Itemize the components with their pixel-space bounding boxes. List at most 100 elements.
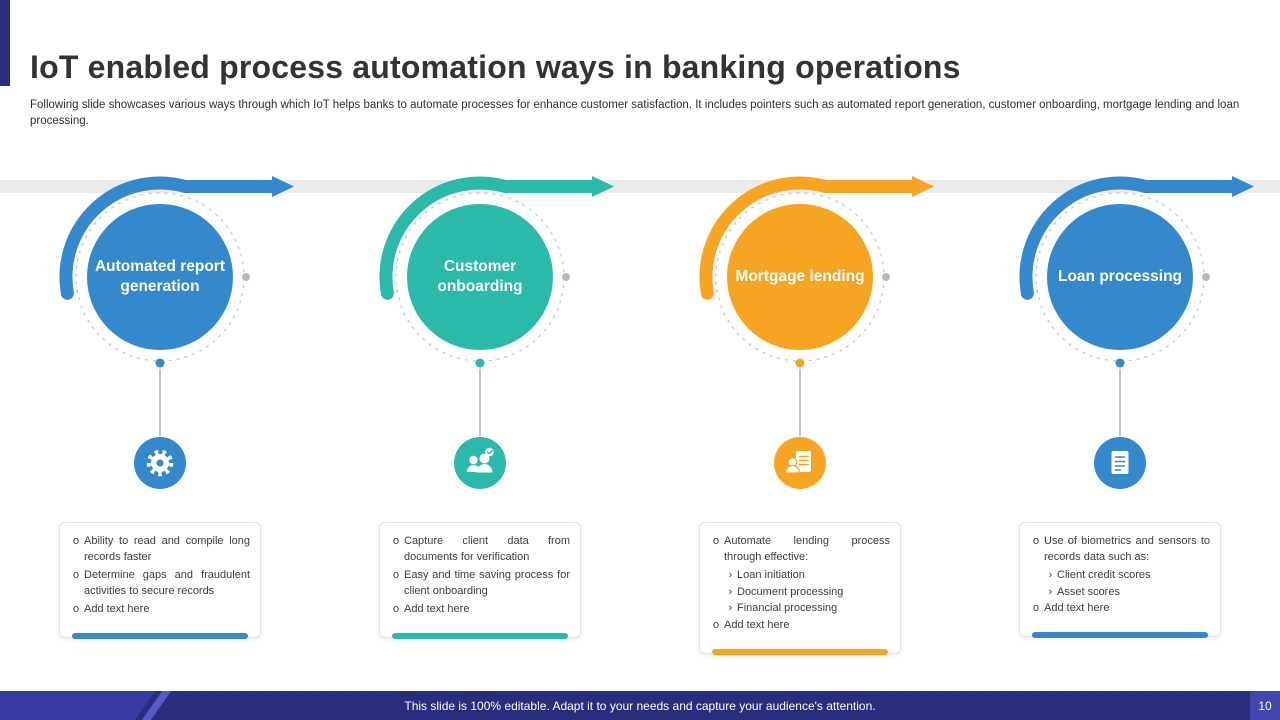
stage-title: Mortgage lending xyxy=(735,267,865,285)
bullet-item: Capture client data from documents for v… xyxy=(388,534,570,565)
connector-dot xyxy=(475,358,485,368)
bullet-text: Determine gaps and fraudulent activities… xyxy=(84,569,250,597)
automation-gear-icon xyxy=(146,449,174,477)
bullet-list: Automate lending process through effecti… xyxy=(708,534,890,634)
box-accent-bar xyxy=(392,633,568,640)
stage-circle xyxy=(407,204,553,350)
bullet-text-placeholder: Add text here xyxy=(724,619,790,632)
bullet-marker xyxy=(708,534,724,565)
bullet-text: Capture client data from documents for v… xyxy=(404,535,570,563)
stage-title: Automated report generation xyxy=(94,257,226,295)
bullet-list: Ability to read and compile long records… xyxy=(68,534,250,618)
connector-dot xyxy=(1115,358,1125,368)
stage-title: Loan processing xyxy=(1057,267,1183,285)
info-box: Automate lending process through effecti… xyxy=(699,522,901,655)
swoosh-arc xyxy=(59,176,279,300)
sub-bullet-item: Document processing xyxy=(708,585,890,601)
process-graphic xyxy=(1019,176,1254,489)
info-box: Use of biometrics and sensors to records… xyxy=(1019,522,1221,639)
arrow-right-icon xyxy=(592,176,614,197)
arrow-right-icon xyxy=(1232,176,1254,197)
footer-bar: This slide is 100% editable. Adapt it to… xyxy=(0,691,1280,720)
bullet-marker xyxy=(388,602,404,618)
bullet-marker xyxy=(1028,601,1044,617)
bullet-marker xyxy=(388,568,404,599)
mortgage-ledger-icon xyxy=(784,451,811,474)
sub-bullet-marker xyxy=(724,601,737,617)
bullet-list: Use of biometrics and sensors to records… xyxy=(1028,534,1210,617)
side-dot xyxy=(562,273,570,281)
box-accent-bar xyxy=(1032,632,1208,639)
sub-bullet-text: Loan initiation xyxy=(737,569,805,582)
bullet-marker xyxy=(68,602,84,618)
column-customer-onboarding: Customer onboarding Capture client data … xyxy=(320,170,640,690)
bullet-item: Add text here xyxy=(1028,601,1210,617)
process-graphic xyxy=(699,176,934,489)
sub-bullet-marker xyxy=(1044,568,1057,584)
column-automated-report-generation: Automated report generation Ability to r… xyxy=(0,170,320,690)
connector-dot xyxy=(795,358,805,368)
bullet-item: Use of biometrics and sensors to records… xyxy=(1028,534,1210,565)
loan-document-icon xyxy=(1111,451,1129,474)
bullet-text-placeholder: Add text here xyxy=(84,603,150,616)
sub-bullet-text: Client credit scores xyxy=(1057,569,1151,582)
bullet-marker xyxy=(1028,534,1044,565)
swoosh-arc xyxy=(379,176,599,300)
sub-bullet-text: Financial processing xyxy=(737,602,838,615)
sub-bullet-marker xyxy=(724,585,737,601)
timeline-band xyxy=(0,180,1280,193)
column-loan-processing: Loan processing Use of biometrics and se… xyxy=(960,170,1280,690)
icon-circle xyxy=(454,437,506,489)
bullet-marker xyxy=(68,534,84,565)
sub-bullet-marker xyxy=(724,568,737,584)
arrow-right-icon xyxy=(272,176,294,197)
bullet-text: Use of biometrics and sensors to records… xyxy=(1044,535,1210,563)
bullet-item: Add text here xyxy=(708,618,890,634)
stage-circle xyxy=(87,204,233,350)
bullet-text: Automate lending process through effecti… xyxy=(724,535,890,563)
process-graphic xyxy=(379,176,614,489)
swoosh-arc xyxy=(699,176,919,300)
connector-dot xyxy=(155,358,165,368)
bullet-list: Capture client data from documents for v… xyxy=(388,534,570,618)
bullet-item: Determine gaps and fraudulent activities… xyxy=(68,568,250,599)
bullet-item: Easy and time saving process for client … xyxy=(388,568,570,599)
stage-circle xyxy=(1047,204,1193,350)
info-box: Ability to read and compile long records… xyxy=(59,522,261,640)
side-dot xyxy=(882,273,890,281)
page-subtitle: Following slide showcases various ways t… xyxy=(30,98,1240,127)
sub-bullet-text: Asset scores xyxy=(1057,585,1120,598)
stage-circle xyxy=(727,204,873,350)
customer-group-icon xyxy=(467,447,494,473)
bullet-text: Ability to read and compile long records… xyxy=(84,535,250,563)
stage-title: Customer onboarding xyxy=(437,257,523,295)
process-graphic xyxy=(59,176,294,489)
bullet-marker xyxy=(708,618,724,634)
bullet-text: Easy and time saving process for client … xyxy=(404,569,570,597)
swoosh-arc xyxy=(1019,176,1239,300)
arrow-right-icon xyxy=(912,176,934,197)
sub-bullet-item: Asset scores xyxy=(1028,585,1210,601)
sub-bullet-item: Financial processing xyxy=(708,601,890,617)
bullet-text-placeholder: Add text here xyxy=(1044,602,1110,615)
side-dot xyxy=(242,273,250,281)
corner-accent-bar xyxy=(0,0,10,86)
bullet-marker xyxy=(388,534,404,565)
bullet-item: Add text here xyxy=(388,602,570,618)
box-accent-bar xyxy=(72,633,248,640)
box-accent-bar xyxy=(712,648,888,655)
footer-note: This slide is 100% editable. Adapt it to… xyxy=(404,698,876,713)
bullet-item: Ability to read and compile long records… xyxy=(68,534,250,565)
page-number: 10 xyxy=(1250,691,1280,720)
process-columns: Automated report generation Ability to r… xyxy=(0,170,1280,690)
info-box: Capture client data from documents for v… xyxy=(379,522,581,640)
column-mortgage-lending: Mortgage lending Automate lending proces… xyxy=(640,170,960,690)
bullet-text-placeholder: Add text here xyxy=(404,603,470,616)
bullet-item: Automate lending process through effecti… xyxy=(708,534,890,565)
sub-bullet-item: Loan initiation xyxy=(708,568,890,584)
sub-bullet-item: Client credit scores xyxy=(1028,568,1210,584)
sub-bullet-text: Document processing xyxy=(737,585,844,598)
bullet-item: Add text here xyxy=(68,602,250,618)
sub-bullet-marker xyxy=(1044,585,1057,601)
